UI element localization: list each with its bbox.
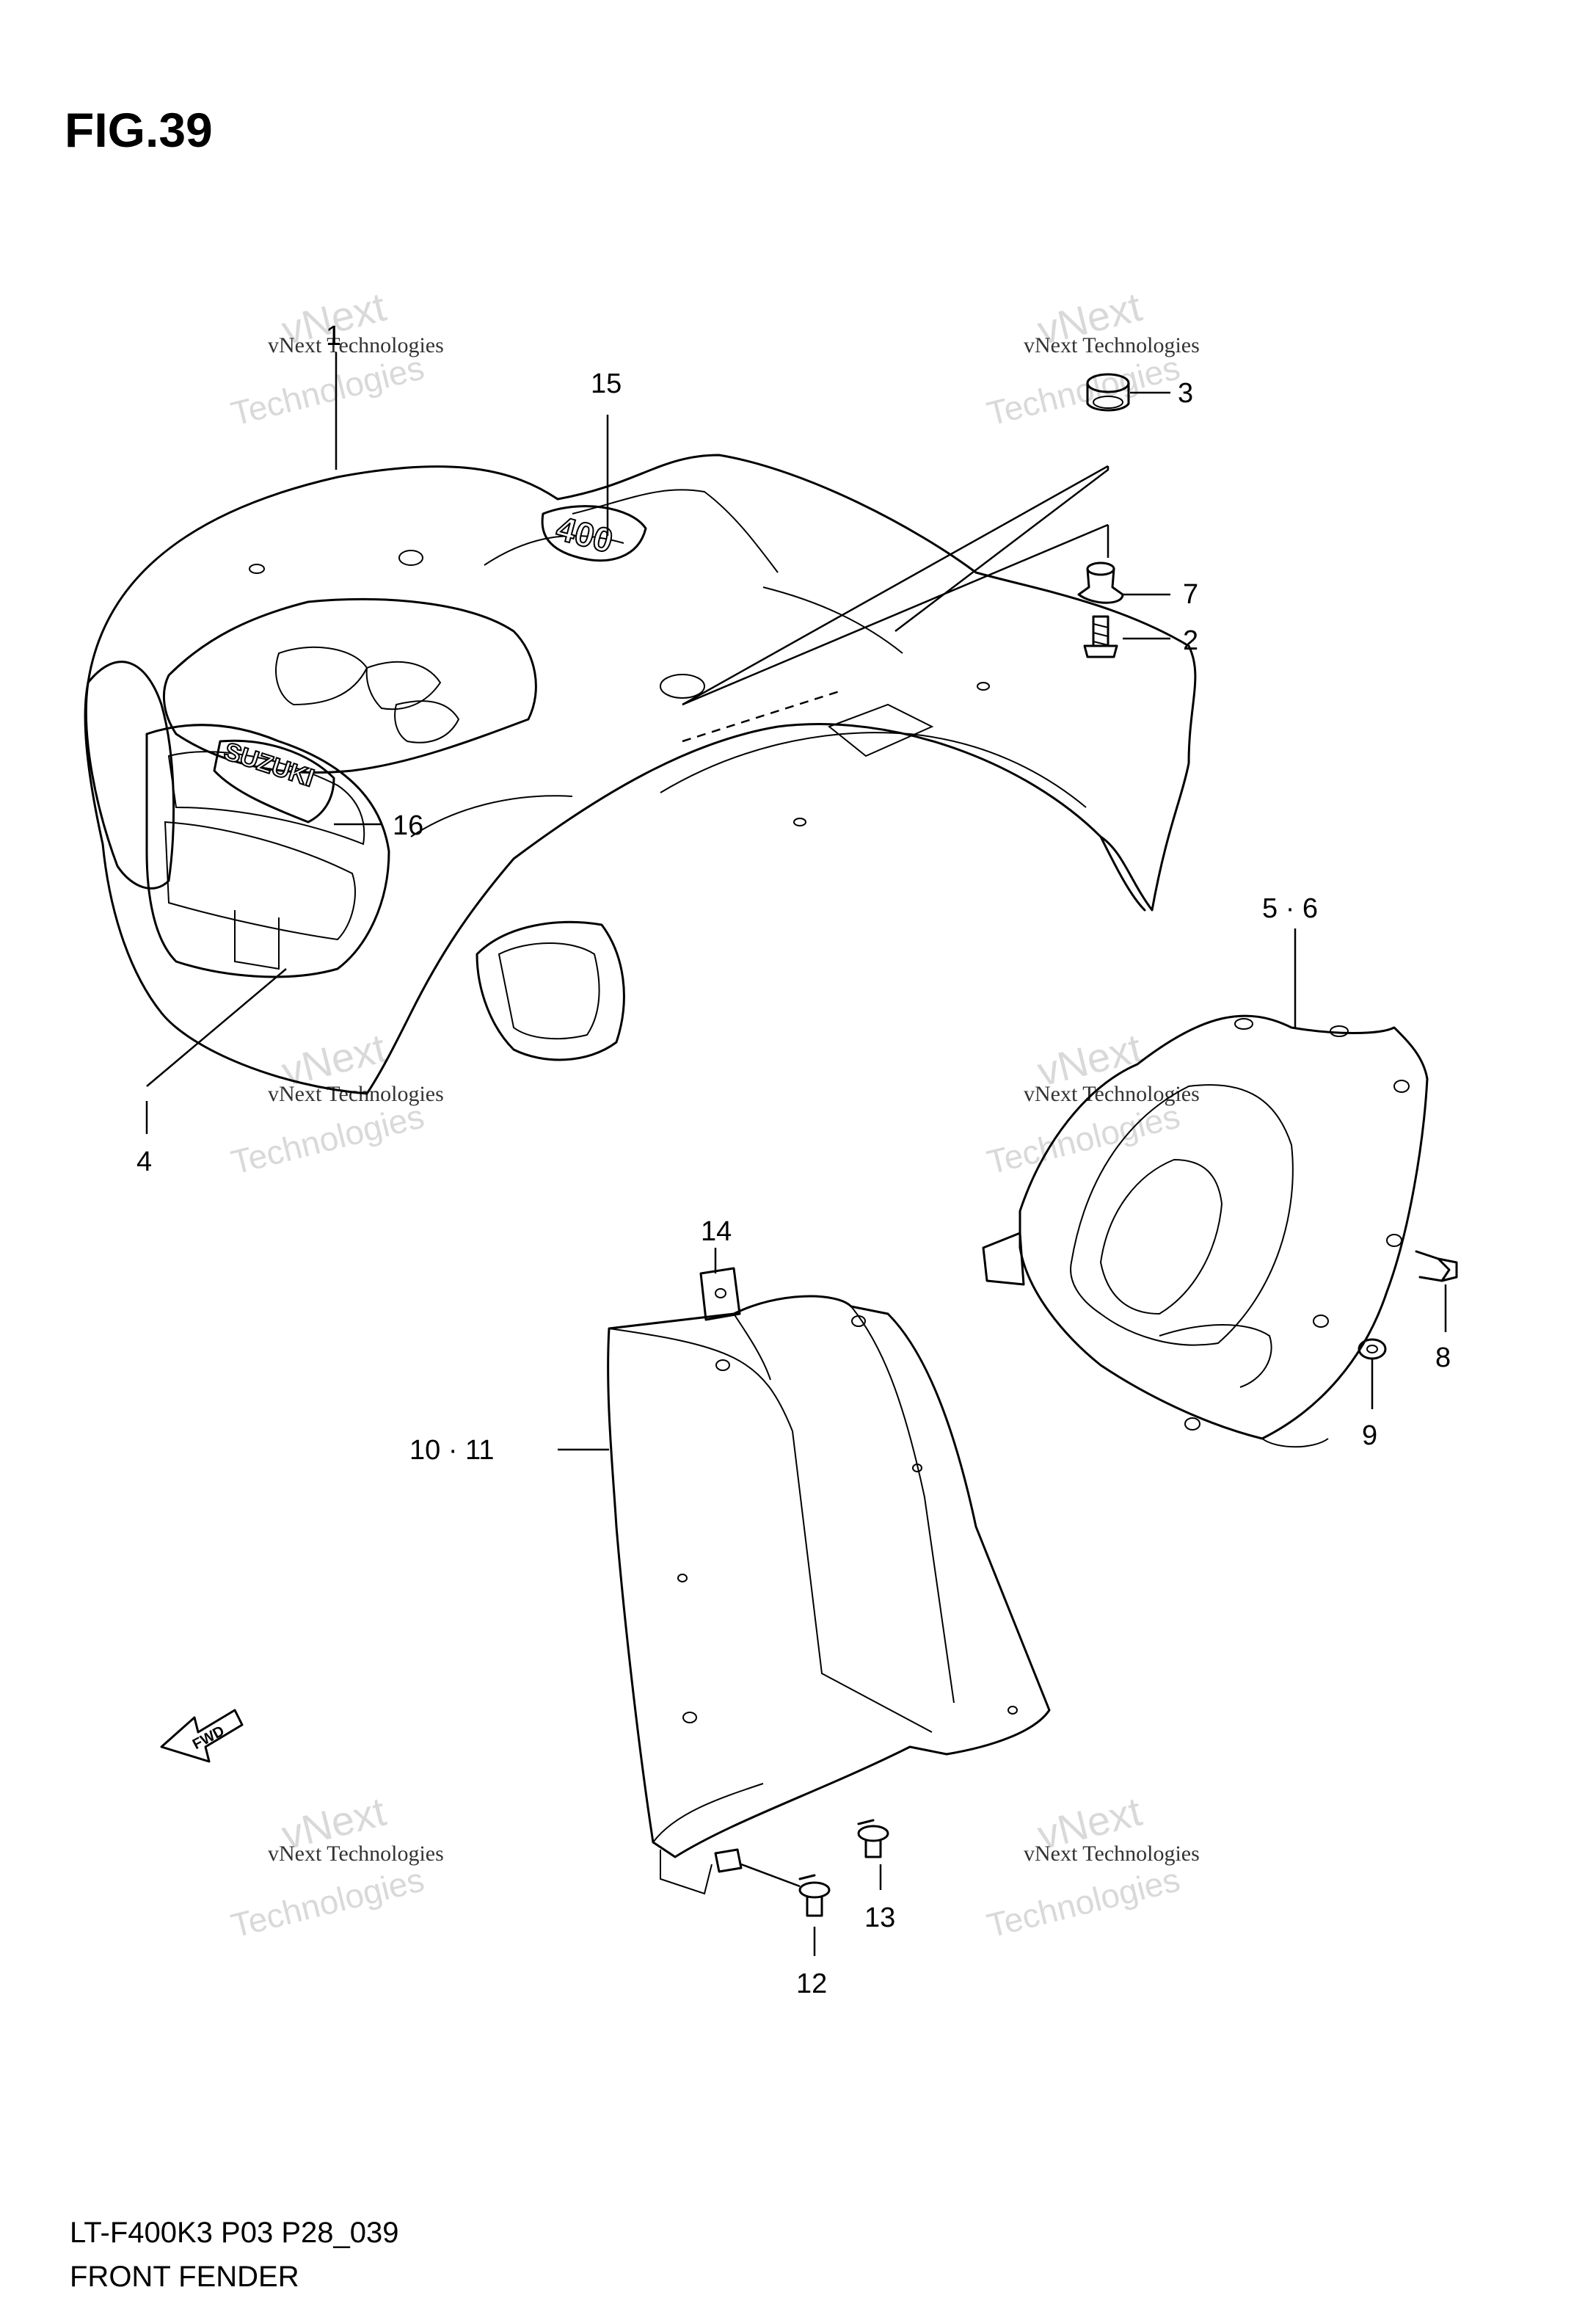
watermark-technologies: Technologies — [227, 1860, 428, 1944]
inner-fender-panel — [607, 1295, 1051, 1895]
watermark-technologies: Technologies — [227, 1097, 428, 1181]
watermark-top-right: vNext Technologies vNext Technologies — [983, 283, 1200, 433]
callout-16: 16 — [393, 810, 423, 841]
collar-7 — [1077, 561, 1124, 604]
callout-1: 1 — [326, 321, 341, 352]
callout-12: 12 — [796, 1969, 827, 1999]
watermark-text: vNext Technologies — [1024, 333, 1200, 357]
watermark-text: vNext Technologies — [1024, 1082, 1200, 1106]
callouts: 1 2 3 4 5 · 6 7 8 9 10 · 11 12 13 14 15 … — [136, 321, 1451, 1999]
watermark-bottom-left: vNext Technologies vNext Technologies — [227, 1788, 444, 1945]
grommet-3 — [1086, 373, 1130, 412]
callout-13: 13 — [864, 1902, 895, 1933]
watermark-mid-left: vNext Technologies vNext Technologies — [227, 1025, 444, 1182]
bolt-8 — [1415, 1250, 1458, 1282]
watermark-bottom-right: vNext Technologies vNext Technologies — [983, 1788, 1200, 1945]
rivet-12 — [798, 1874, 831, 1917]
footer-figure-name: FRONT FENDER — [70, 2261, 299, 2293]
leader-lines — [145, 352, 1447, 1956]
callout-5-6: 5 · 6 — [1262, 893, 1318, 924]
brand-badge-suzuki: SUZUKI — [213, 736, 335, 824]
callout-7: 7 — [1183, 579, 1198, 610]
front-fender-body — [84, 454, 1197, 1095]
watermark-technologies: Technologies — [983, 1860, 1184, 1944]
watermark-text: vNext Technologies — [268, 1842, 444, 1866]
callout-14: 14 — [701, 1216, 732, 1247]
watermark-text: vNext Technologies — [268, 333, 444, 357]
callout-10-11: 10 · 11 — [409, 1435, 494, 1466]
callout-4: 4 — [136, 1146, 152, 1177]
callout-15: 15 — [591, 368, 622, 399]
fwd-arrow-label: FWD — [190, 1723, 227, 1753]
rivet-13 — [857, 1819, 889, 1858]
bolt-2 — [1083, 615, 1118, 658]
fwd-arrow-icon: FWD — [160, 1709, 244, 1763]
figure-title: FIG.39 — [65, 103, 213, 157]
callout-3: 3 — [1178, 378, 1193, 409]
callout-9: 9 — [1362, 1420, 1377, 1451]
rivet-in-panel — [714, 1848, 743, 1873]
washer-9 — [1358, 1338, 1387, 1360]
watermark-technologies: Technologies — [227, 348, 428, 432]
clip-nut-14 — [699, 1267, 741, 1321]
watermark-text: vNext Technologies — [1024, 1842, 1200, 1866]
watermark-technologies: Technologies — [983, 348, 1184, 432]
callout-8: 8 — [1435, 1342, 1451, 1373]
callout-2: 2 — [1183, 625, 1198, 656]
watermark-mid-right: vNext Technologies vNext Technologies — [983, 1025, 1200, 1182]
footer-model-code: LT-F400K3 P03 P28_039 — [70, 2217, 398, 2249]
model-badge-400: 400 — [541, 505, 647, 562]
side-mud-guard — [982, 1014, 1429, 1448]
watermark-text: vNext Technologies — [268, 1082, 444, 1106]
